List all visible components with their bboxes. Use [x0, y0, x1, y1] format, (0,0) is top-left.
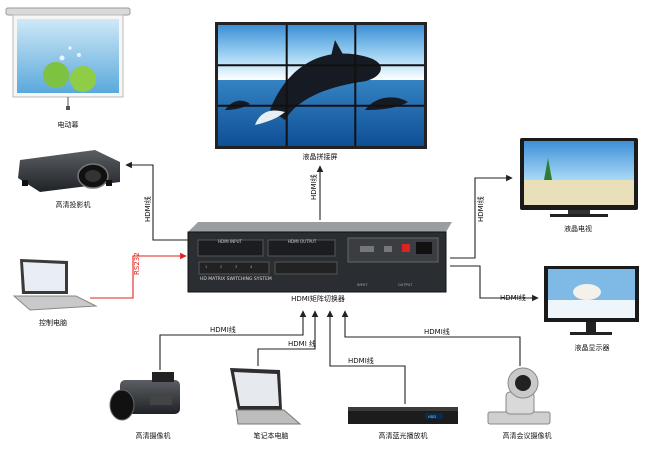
apple-shape-icon: [43, 62, 69, 88]
notebook-computer: [230, 368, 302, 425]
orca-shape-icon: [270, 53, 381, 120]
pc-label: 控制电脑: [39, 318, 67, 327]
cable-label-bluray: HDMI线: [348, 356, 374, 365]
matrix-hdmi-input-text: HDMI INPUT: [218, 239, 243, 244]
matrix-output-text: OUTPUT: [398, 283, 413, 287]
monitor-label: 液晶显示器: [575, 343, 610, 352]
cable-rs232: [90, 252, 187, 299]
screen-label: 电动幕: [58, 120, 79, 129]
hdmi-matrix-switcher: [187, 222, 452, 293]
cable-from-conf-cam: [341, 310, 521, 366]
cable-label-conf-cam: HDMI线: [424, 327, 450, 336]
cable-to-tv: [450, 174, 513, 259]
matrix-port-number-3: 3: [235, 265, 237, 269]
cable-label-videowall: HDMI线: [309, 174, 318, 200]
cable-to-projector: [125, 161, 188, 241]
lcd-tv: [520, 138, 638, 217]
videowall-label: 液晶拼接屏: [303, 152, 338, 161]
matrix-label: HDMI矩阵切换器: [291, 294, 345, 303]
cable-from-laptop: [257, 310, 319, 366]
cable-label-camcorder: HDMI线: [210, 325, 236, 334]
bluray-label: 高清蓝光播放机: [379, 431, 428, 440]
cable-label-projector: HDMI线: [143, 196, 152, 222]
hd-camcorder: [109, 372, 180, 421]
laptop-label: 笔记本电脑: [254, 431, 289, 440]
projector: [18, 150, 120, 192]
cable-from-bluray: [326, 310, 406, 404]
cable-label-monitor: HDMI线: [500, 293, 526, 302]
bluray-logo-text: HDD: [428, 415, 436, 419]
cable-to-monitor: [450, 265, 539, 302]
control-pc: [12, 259, 98, 311]
video-wall: [215, 22, 427, 149]
matrix-input-text: INPUT: [357, 283, 368, 287]
cable-label-rs232: RS232: [133, 252, 141, 275]
polar-bear-shape-icon: [573, 284, 601, 300]
conference-camera: [487, 367, 551, 425]
camcorder-label: 高清摄像机: [136, 431, 171, 440]
matrix-port-number-2: 2: [220, 265, 222, 269]
conf-cam-label: 高清会议摄像机: [503, 431, 552, 440]
lcd-monitor: [544, 266, 639, 335]
bluray-player: [348, 407, 458, 424]
cable-from-camcorder: [159, 310, 307, 370]
matrix-port-number-4: 4: [250, 265, 253, 269]
tv-label: 液晶电视: [564, 224, 592, 233]
projector-label: 高清投影机: [56, 200, 91, 209]
matrix-hdmi-output-text: HDMI OUTPUT: [288, 239, 317, 244]
motorized-screen: [5, 7, 131, 110]
matrix-panel-text: HD MATRIX SWITCHING SYSTEM: [200, 276, 272, 282]
cable-label-laptop: HDMI 线: [288, 339, 316, 348]
cable-label-tv: HDMI线: [476, 196, 485, 222]
matrix-port-number-1: 1: [205, 265, 207, 269]
